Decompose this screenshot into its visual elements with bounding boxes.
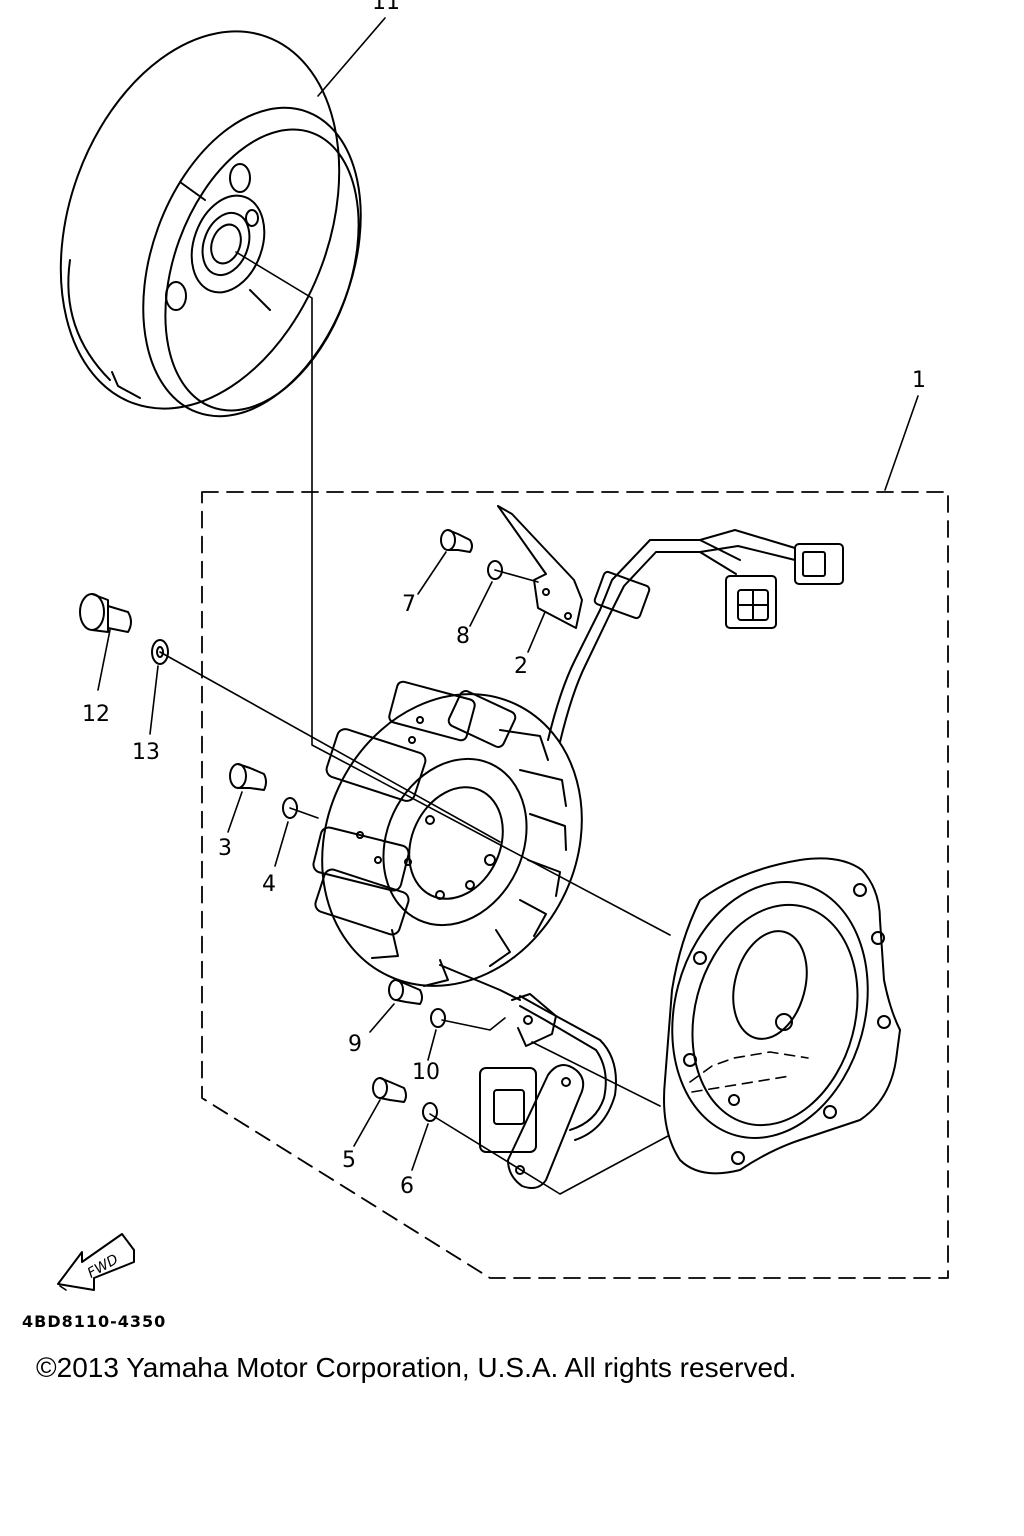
bolt-7-drawing (440, 529, 473, 553)
part-label-7: 7 (402, 592, 416, 617)
part-label-8: 8 (456, 624, 470, 649)
wire-harness-drawing (497, 505, 844, 743)
bolt-5-drawing (372, 1077, 407, 1103)
washer-4-drawing (282, 797, 298, 819)
exploded-parts-diagram: FWD (57, 17, 949, 1291)
washer-13-drawing (151, 639, 169, 665)
drawing-code: 4BD8110-4350 (22, 1312, 167, 1331)
part-label-10: 10 (412, 1060, 440, 1085)
pickup-coil-drawing (439, 964, 617, 1189)
washer-8-drawing (487, 560, 503, 580)
copyright-notice: ©2013 Yamaha Motor Corporation, U.S.A. A… (36, 1352, 797, 1383)
bolt-12-drawing (79, 593, 132, 633)
bolt-3-drawing (229, 763, 267, 791)
part-label-9: 9 (348, 1032, 362, 1057)
fastener-leader-lower (429, 1017, 669, 1195)
part-label-13: 13 (132, 740, 160, 765)
leader-11 (317, 17, 386, 97)
washer-6-drawing (422, 1102, 438, 1122)
washer-13-hole (156, 646, 164, 658)
part-label-1: 1 (912, 368, 926, 393)
part-label-3: 3 (218, 836, 232, 861)
part-label-5: 5 (342, 1148, 356, 1173)
crankcase-cover-drawing (663, 857, 901, 1175)
part-label-12: 12 (82, 702, 110, 727)
assembly-boundary-dashed (201, 491, 949, 1279)
bolt-9-drawing (388, 979, 423, 1005)
stator-coil-drawing (312, 680, 583, 987)
label-leaders (97, 551, 546, 1171)
rotor-center-line (235, 251, 671, 936)
fastener-leader-3-4 (289, 807, 319, 819)
part-label-6: 6 (400, 1174, 414, 1199)
part-label-2: 2 (514, 654, 528, 679)
rotor-flywheel-drawing (59, 30, 362, 418)
washer-10-drawing (430, 1008, 446, 1028)
part-label-4: 4 (262, 872, 276, 897)
fwd-arrow-icon (57, 1233, 135, 1291)
leader-1 (884, 395, 919, 491)
part-label-11: 11 (372, 0, 400, 15)
fastener-leader-12-13 (159, 651, 501, 843)
